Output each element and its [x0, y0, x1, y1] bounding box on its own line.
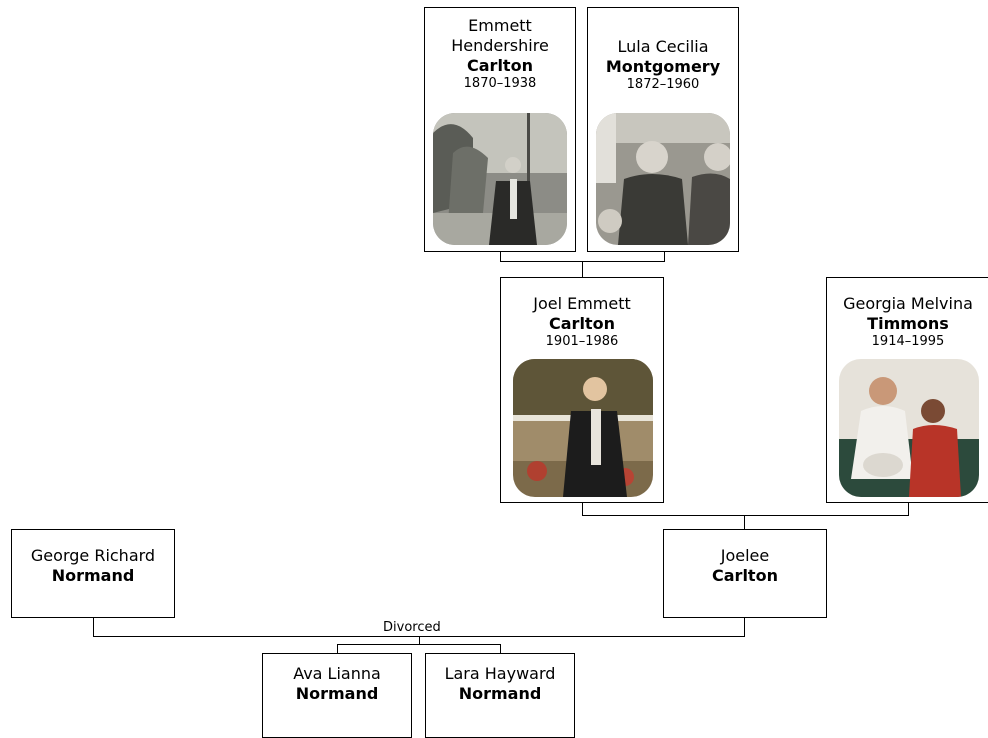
portrait-photo [839, 359, 979, 497]
life-dates: 1901–1986 [545, 334, 619, 349]
surname: Carlton [549, 314, 615, 333]
given-name: George Richard [30, 546, 156, 565]
surname: Normand [458, 684, 542, 703]
person-card-emmett-carlton[interactable]: Emmett Hendershire Carlton 1870–1938 [424, 7, 576, 252]
given-name: Lara Hayward [444, 664, 556, 683]
person-card-george-normand[interactable]: George Richard Normand [11, 529, 175, 618]
given-name: Joel Emmett [533, 294, 631, 313]
person-card-joelee-carlton[interactable]: Joelee Carlton [663, 529, 827, 618]
surname: Montgomery [605, 57, 721, 76]
connector-line [419, 636, 420, 644]
surname: Normand [295, 684, 379, 703]
life-dates: 1872–1960 [626, 77, 700, 92]
given-name: Lula Cecilia [617, 37, 709, 56]
given-name: Joelee [720, 546, 770, 565]
life-dates: 1870–1938 [463, 76, 537, 91]
connector-line [582, 502, 583, 516]
connector-line [500, 644, 501, 653]
portrait-photo [513, 359, 653, 497]
connector-line [582, 515, 909, 516]
given-name: Ava Lianna [293, 664, 381, 683]
connector-line [337, 644, 501, 645]
portrait-photo [433, 113, 567, 245]
surname: Timmons [867, 314, 949, 333]
person-card-lula-montgomery[interactable]: Lula Cecilia Montgomery 1872–1960 [587, 7, 739, 252]
given-name: Georgia Melvina [843, 294, 973, 313]
connector-line [744, 515, 745, 529]
connector-line [744, 618, 745, 637]
surname: Carlton [712, 566, 778, 585]
connector-line [908, 502, 909, 516]
person-card-lara-normand[interactable]: Lara Hayward Normand [425, 653, 575, 738]
given-name: Emmett Hendershire [451, 16, 549, 55]
connector-line [582, 261, 583, 278]
person-card-joel-carlton[interactable]: Joel Emmett Carlton 1901–1986 [500, 277, 664, 503]
person-card-ava-normand[interactable]: Ava Lianna Normand [262, 653, 412, 738]
person-card-georgia-timmons[interactable]: Georgia Melvina Timmons 1914–1995 [826, 277, 988, 503]
connector-line [93, 618, 94, 637]
portrait-photo [596, 113, 730, 245]
connector-line [337, 644, 338, 653]
relationship-label: Divorced [383, 620, 441, 635]
life-dates: 1914–1995 [871, 334, 945, 349]
connector-line [500, 251, 501, 261]
surname: Carlton [467, 56, 533, 75]
surname: Normand [51, 566, 135, 585]
connector-line [664, 251, 665, 261]
